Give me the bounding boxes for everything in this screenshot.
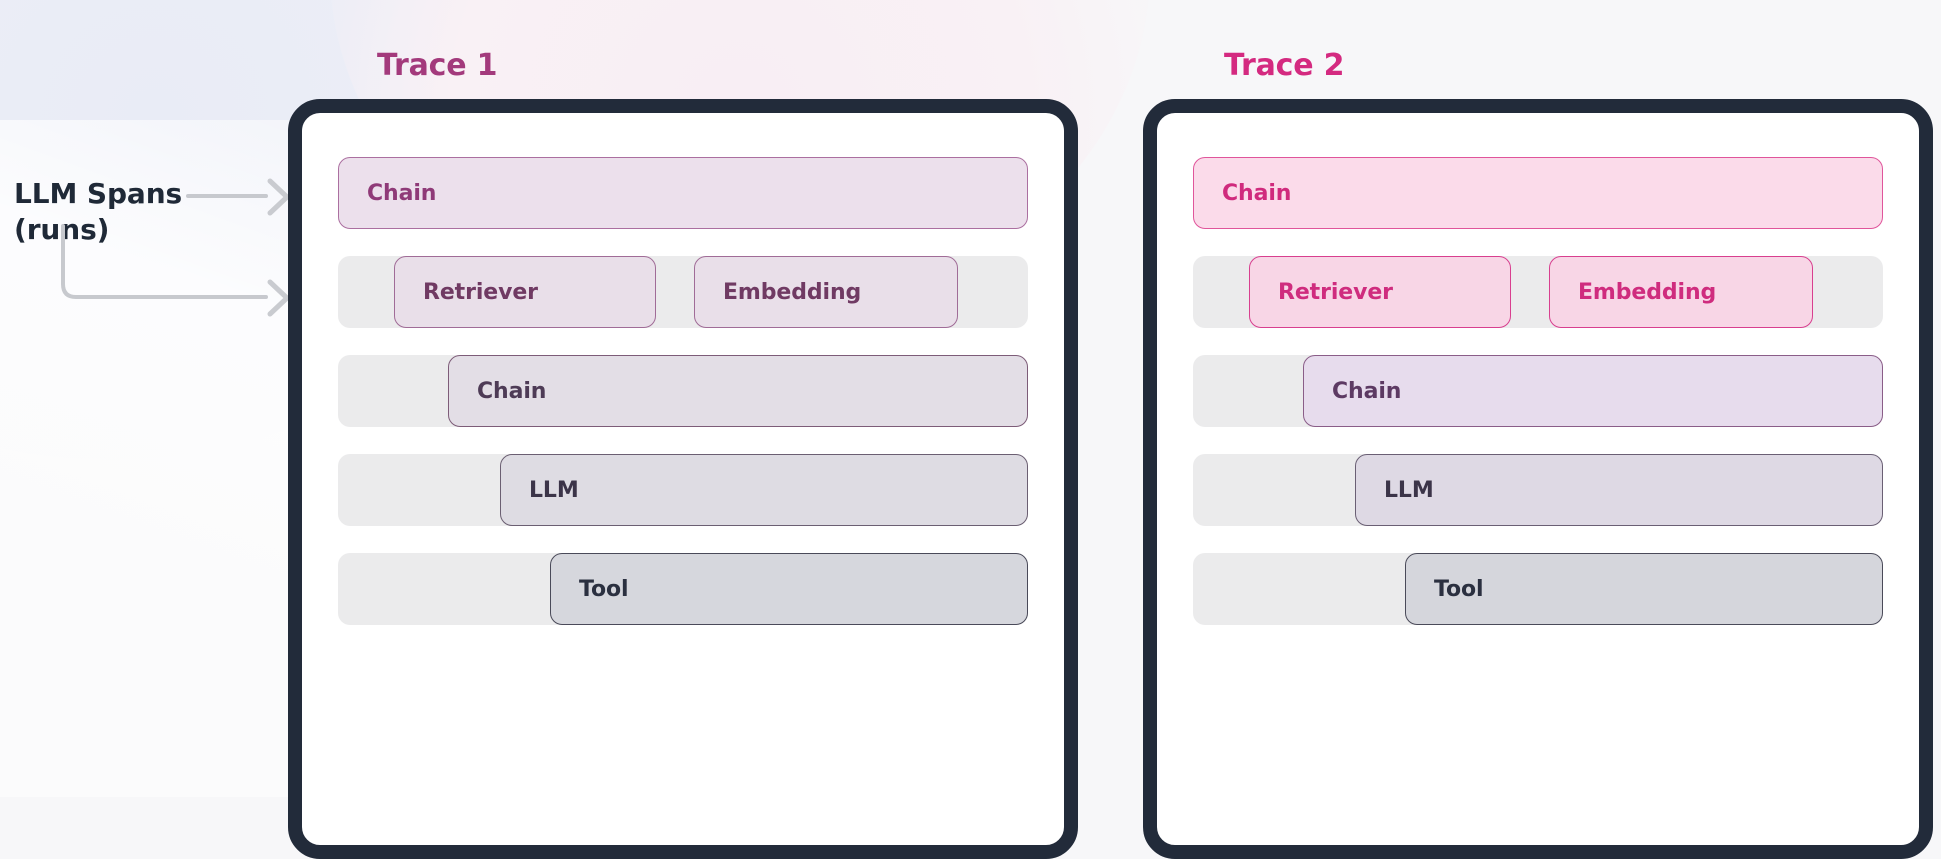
span-row[interactable]: LLM: [1193, 454, 1883, 526]
span-row[interactable]: Tool: [1193, 553, 1883, 625]
span-bar[interactable]: Embedding: [1549, 256, 1813, 328]
span-bar[interactable]: Embedding: [694, 256, 958, 328]
annotation-line-1: LLM Spans: [14, 177, 183, 210]
span-row[interactable]: Chain: [338, 355, 1028, 427]
span-row[interactable]: Chain: [338, 157, 1028, 229]
trace-2-title: Trace 2: [1224, 48, 1345, 83]
span-row[interactable]: Tool: [338, 553, 1028, 625]
connector-top-arrowhead: [267, 178, 290, 216]
span-bar[interactable]: Tool: [550, 553, 1028, 625]
span-bar[interactable]: Retriever: [1249, 256, 1511, 328]
span-row[interactable]: Chain: [1193, 157, 1883, 229]
span-row[interactable]: Retriever Embedding: [1193, 256, 1883, 328]
span-bar[interactable]: Tool: [1405, 553, 1883, 625]
span-bar[interactable]: Retriever: [394, 256, 656, 328]
trace-1-title: Trace 1: [377, 48, 498, 83]
span-row[interactable]: Chain: [1193, 355, 1883, 427]
span-bar[interactable]: LLM: [500, 454, 1028, 526]
connector-elbow-line: [61, 224, 268, 299]
span-row[interactable]: Retriever Embedding: [338, 256, 1028, 328]
span-bar[interactable]: Chain: [448, 355, 1028, 427]
span-bar[interactable]: Chain: [338, 157, 1028, 229]
span-bar[interactable]: Chain: [1193, 157, 1883, 229]
span-bar[interactable]: LLM: [1355, 454, 1883, 526]
connector-lines: [61, 178, 290, 317]
span-row[interactable]: LLM: [338, 454, 1028, 526]
span-bar[interactable]: Chain: [1303, 355, 1883, 427]
connector-elbow-arrowhead: [267, 279, 290, 317]
